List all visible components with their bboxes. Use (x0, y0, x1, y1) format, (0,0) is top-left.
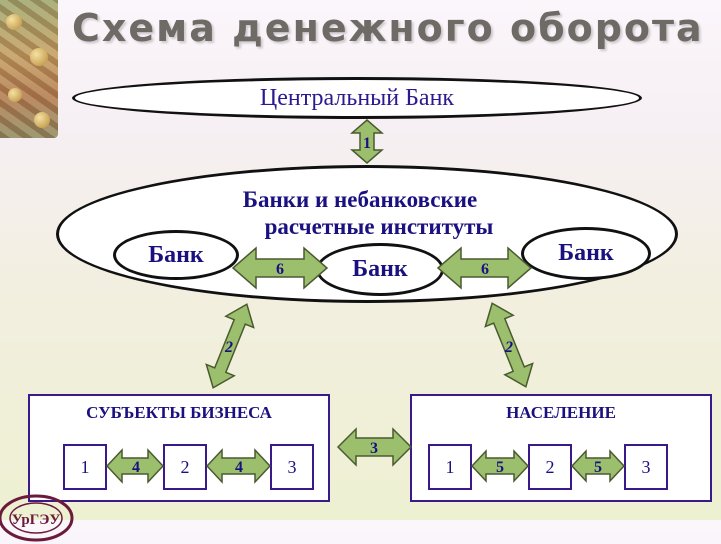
arrow-banks-business (205, 303, 255, 389)
population-box-3: 3 (624, 444, 668, 490)
central-bank-node: Центральный Банк (72, 77, 642, 119)
business-title: СУБЪЕКТЫ БИЗНЕСА (86, 403, 272, 422)
bank-right-node: Банк (521, 227, 651, 280)
arrow-label-5-second: 5 (594, 459, 602, 476)
population-box-1: 1 (428, 444, 472, 490)
business-box-2: 2 (163, 444, 207, 490)
slide-title: Схема денежного оборота (72, 6, 704, 50)
arrow-population-2-3 (570, 449, 626, 483)
arrow-label-2-left: 2 (224, 339, 233, 356)
arrow-banks-population (484, 302, 534, 388)
university-logo: УрГЭУ (0, 494, 74, 542)
arrow-population-1-2 (470, 449, 530, 483)
banks-title-line2: расчетные институты (264, 214, 494, 239)
bank-center-node: Банк (316, 243, 444, 296)
arrow-bank-left-center (231, 246, 329, 290)
arrow-business-1-2 (105, 448, 165, 484)
logo-text: УрГЭУ (12, 512, 61, 528)
banks-title-line1: Банки и небанковские (242, 187, 478, 212)
arrow-label-5-first: 5 (496, 459, 504, 476)
banks-institutions-title: Банки и небанковские расчетные институты (150, 186, 570, 240)
arrow-business-population (336, 427, 413, 467)
arrow-label-1: 1 (363, 135, 371, 152)
bank-left-node: Банк (113, 230, 239, 280)
business-box-1: 1 (63, 444, 107, 490)
arrow-business-2-3 (205, 448, 272, 484)
arrow-label-6-right: 6 (481, 261, 489, 278)
arrow-cb-banks (349, 119, 385, 164)
arrow-label-2-right: 2 (504, 339, 513, 356)
arrow-bank-center-right (436, 246, 533, 290)
money-decoration-image (0, 0, 58, 138)
business-box-3: 3 (270, 444, 314, 490)
arrow-label-4-first: 4 (132, 459, 140, 476)
arrow-label-4-second: 4 (235, 459, 243, 476)
population-box-2: 2 (528, 444, 572, 490)
arrow-label-3: 3 (370, 440, 378, 457)
population-title: НАСЕЛЕНИЕ (506, 403, 616, 422)
arrow-label-6-left: 6 (276, 261, 284, 278)
flow-arrows-layer: 1 6 6 2 2 3 4 4 5 5 (105, 119, 626, 484)
